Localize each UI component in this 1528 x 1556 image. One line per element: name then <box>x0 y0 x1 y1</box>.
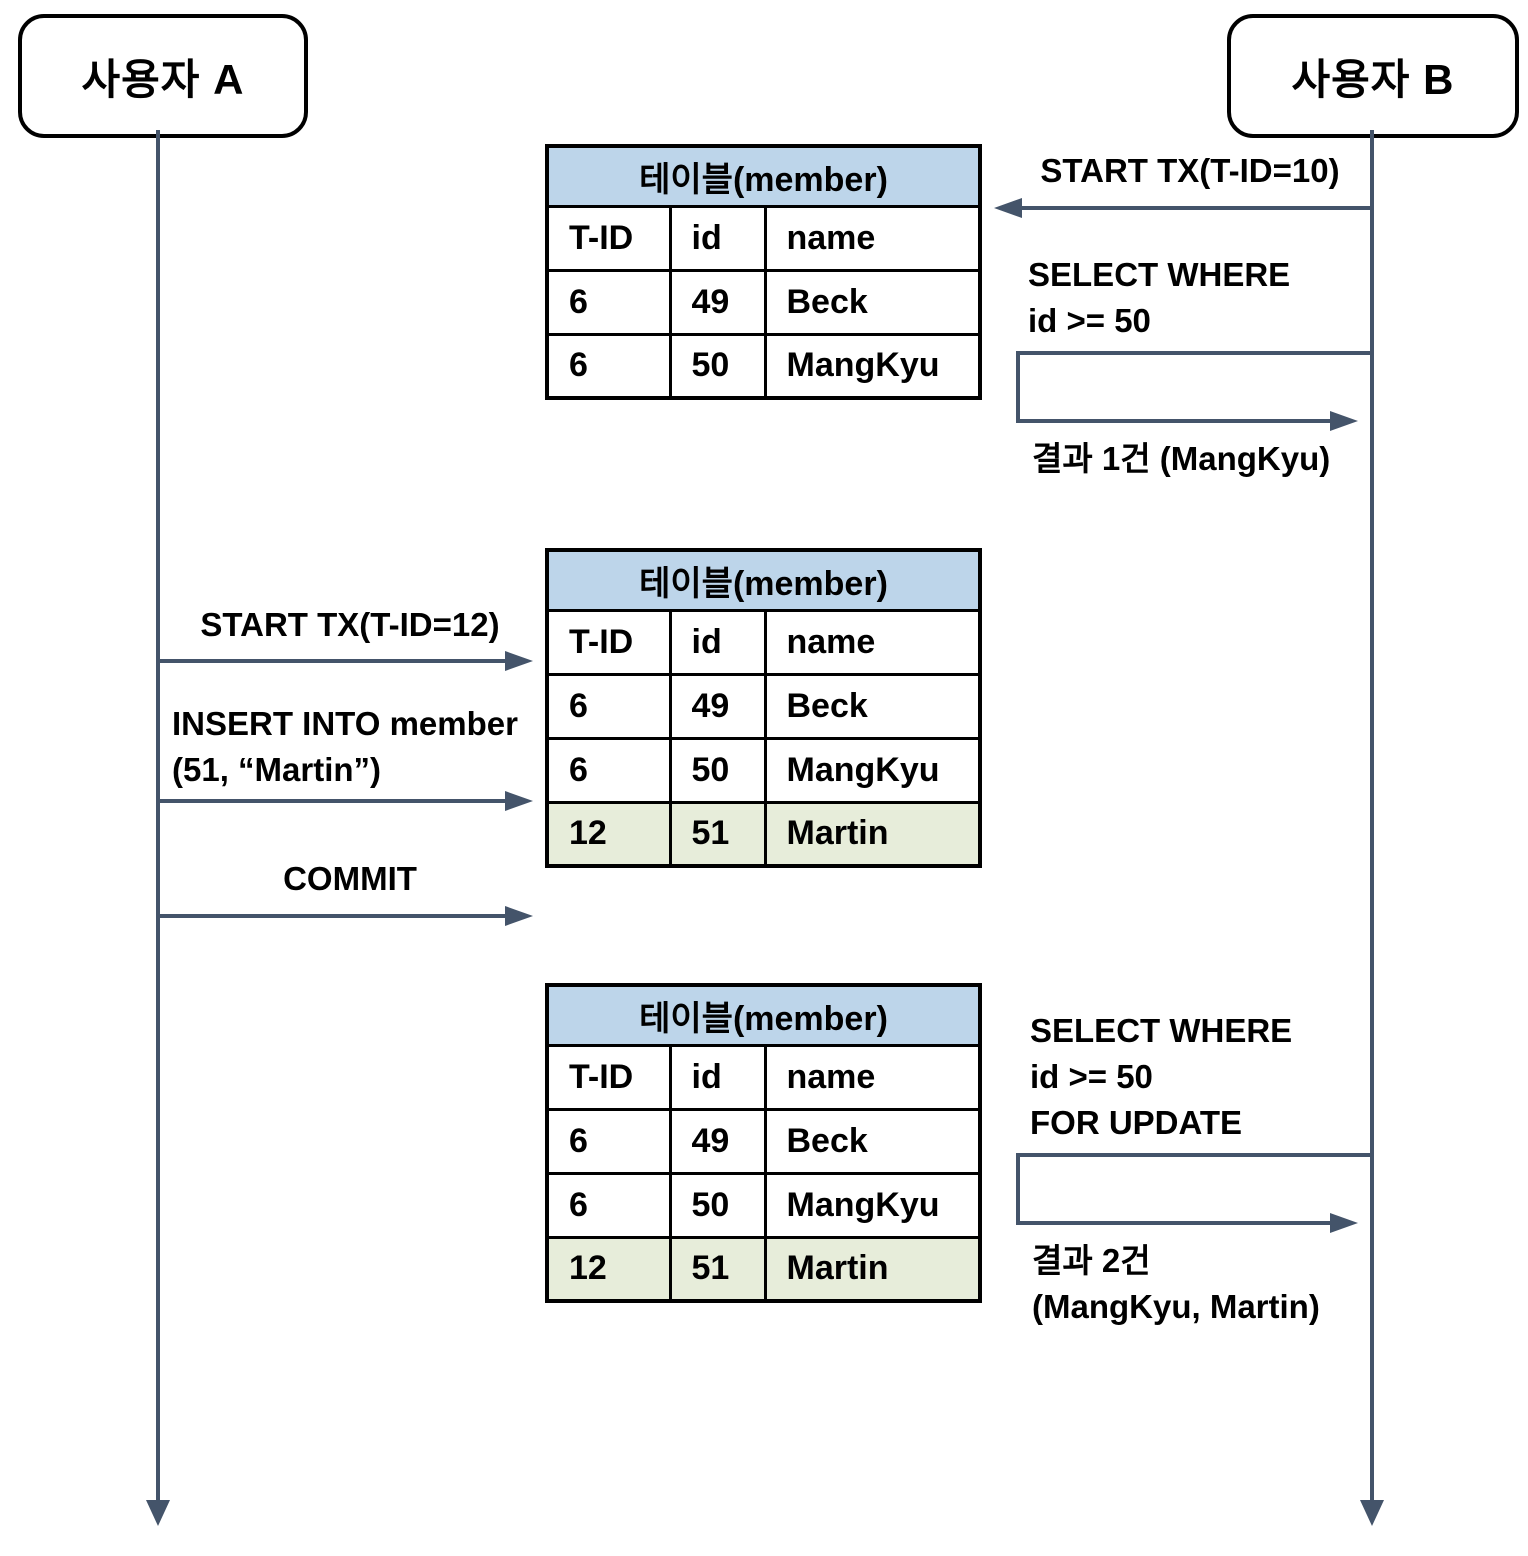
table-row-highlighted: 12 51 Martin <box>545 800 982 868</box>
table-cell: Martin <box>763 800 982 868</box>
label-line: (51, “Martin”) <box>172 751 382 788</box>
table-3-col-name: name <box>763 1043 982 1111</box>
actor-box-user-a: 사용자 A <box>18 14 308 138</box>
table-2-col-name: name <box>763 608 982 676</box>
member-table-1: 테이블(member) T-ID id name 6 49 Beck 6 50 … <box>545 144 983 400</box>
table-cell: 6 <box>545 1107 672 1175</box>
table-cell: 49 <box>668 268 767 336</box>
lifeline-user-b-arrowhead-icon <box>1360 1500 1384 1526</box>
self-call-loop-1-top <box>1016 351 1372 355</box>
table-cell: 12 <box>545 1235 672 1303</box>
table-3-col-id: id <box>668 1043 767 1111</box>
table-2-title: 테이블(member) <box>545 548 982 612</box>
arrowhead-right-icon <box>505 906 533 926</box>
label-line: id >= 50 <box>1030 1058 1153 1095</box>
table-2-header-row: T-ID id name <box>545 608 982 676</box>
table-cell: 6 <box>545 268 672 336</box>
message-label-start-tx-12: START TX(T-ID=12) <box>200 606 500 643</box>
table-1-header-row: T-ID id name <box>545 204 982 272</box>
message-label-commit: COMMIT <box>283 860 417 897</box>
label-line: INSERT INTO member <box>172 705 518 742</box>
arrowhead-right-icon <box>505 651 533 671</box>
message-arrow-insert <box>159 799 505 803</box>
label-line: 결과 2건 <box>1032 1242 1151 1279</box>
actor-label-user-a: 사용자 A <box>81 55 245 103</box>
table-row: 6 49 Beck <box>545 268 982 336</box>
message-arrow-start-tx-10 <box>1018 206 1372 210</box>
arrowhead-right-icon <box>1330 1213 1358 1233</box>
table-1-title: 테이블(member) <box>545 144 982 208</box>
self-call-loop-1-left <box>1016 351 1020 423</box>
message-label-select-for-update: SELECT WHERE id >= 50 FOR UPDATE <box>1030 1008 1292 1146</box>
label-line: SELECT WHERE <box>1028 256 1291 293</box>
label-line: FOR UPDATE <box>1030 1104 1243 1141</box>
arrowhead-right-icon <box>1330 411 1358 431</box>
table-cell: 6 <box>545 1171 672 1239</box>
label-line: (MangKyu, Martin) <box>1032 1288 1320 1325</box>
table-cell: 50 <box>668 332 767 400</box>
table-cell: 50 <box>668 736 767 804</box>
table-cell: Beck <box>763 1107 982 1175</box>
arrowhead-right-icon <box>505 791 533 811</box>
label-line: SELECT WHERE <box>1030 1012 1293 1049</box>
table-cell: MangKyu <box>763 736 982 804</box>
message-label-insert: INSERT INTO member (51, “Martin”) <box>172 701 518 793</box>
table-cell: 51 <box>668 800 767 868</box>
table-1-col-tid: T-ID <box>545 204 672 272</box>
message-label-result-1: 결과 1건 (MangKyu) <box>1032 440 1331 477</box>
lifeline-user-a-arrowhead-icon <box>146 1500 170 1526</box>
table-cell: MangKyu <box>763 1171 982 1239</box>
table-cell: 49 <box>668 672 767 740</box>
table-2-col-tid: T-ID <box>545 608 672 676</box>
table-1-col-id: id <box>668 204 767 272</box>
table-2-col-id: id <box>668 608 767 676</box>
table-cell: Beck <box>763 268 982 336</box>
arrowhead-left-icon <box>994 198 1022 218</box>
label-line: id >= 50 <box>1028 302 1151 339</box>
self-call-loop-2-left <box>1016 1153 1020 1225</box>
actor-box-user-b: 사용자 B <box>1227 14 1519 138</box>
table-cell: 6 <box>545 672 672 740</box>
table-cell: Martin <box>763 1235 982 1303</box>
table-cell: 51 <box>668 1235 767 1303</box>
self-call-loop-2-top <box>1016 1153 1372 1157</box>
table-row: 6 50 MangKyu <box>545 1171 982 1239</box>
table-row: 6 49 Beck <box>545 1107 982 1175</box>
table-row-highlighted: 12 51 Martin <box>545 1235 982 1303</box>
lifeline-user-b <box>1370 130 1374 1502</box>
table-cell: 6 <box>545 736 672 804</box>
message-label-start-tx-10: START TX(T-ID=10) <box>1040 152 1340 189</box>
table-row: 6 49 Beck <box>545 672 982 740</box>
table-3-title: 테이블(member) <box>545 983 982 1047</box>
message-arrow-commit <box>159 914 505 918</box>
table-row: 6 50 MangKyu <box>545 332 982 400</box>
table-cell: 6 <box>545 332 672 400</box>
actor-label-user-b: 사용자 B <box>1291 55 1455 103</box>
member-table-3: 테이블(member) T-ID id name 6 49 Beck 6 50 … <box>545 983 983 1303</box>
table-cell: Beck <box>763 672 982 740</box>
self-call-loop-2-bottom <box>1016 1221 1330 1225</box>
self-call-loop-1-bottom <box>1016 419 1330 423</box>
table-row: 6 50 MangKyu <box>545 736 982 804</box>
table-3-col-tid: T-ID <box>545 1043 672 1111</box>
table-cell: 12 <box>545 800 672 868</box>
lifeline-user-a <box>156 130 160 1502</box>
message-arrow-start-tx-12 <box>159 659 505 663</box>
table-cell: 49 <box>668 1107 767 1175</box>
message-label-result-2: 결과 2건 (MangKyu, Martin) <box>1032 1238 1320 1330</box>
table-cell: 50 <box>668 1171 767 1239</box>
table-cell: MangKyu <box>763 332 982 400</box>
message-label-select-where: SELECT WHERE id >= 50 <box>1028 252 1290 344</box>
table-3-header-row: T-ID id name <box>545 1043 982 1111</box>
table-1-col-name: name <box>763 204 982 272</box>
member-table-2: 테이블(member) T-ID id name 6 49 Beck 6 50 … <box>545 548 983 868</box>
